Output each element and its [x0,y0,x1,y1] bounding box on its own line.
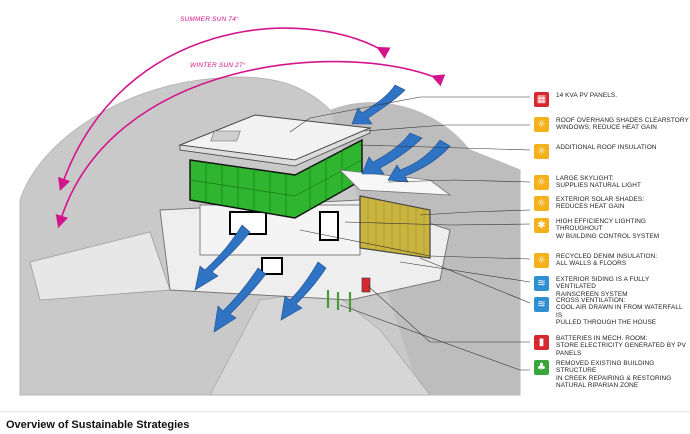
legend-item-denim-insulation: ☼ RECYCLED DENIM INSULATION: ALL WALLS &… [534,253,690,268]
solar-panel-icon: ▦ [534,92,549,107]
legend-text: ADDITIONAL ROOF INSULATION [556,144,657,151]
battery-box [361,277,371,293]
legend-text: LARGE SKYLIGHT: SUPPLIES NATURAL LIGHT [556,175,641,190]
airflow-arrows [194,84,451,333]
airflow-arrow-3 [387,139,451,183]
wind-icon: ≋ [534,276,549,291]
legend-item-roof-insulation: ☼ ADDITIONAL ROOF INSULATION [534,144,690,159]
sun-icon: ☼ [534,144,549,159]
legend-text: EXTERIOR SOLAR SHADES: REDUCES HEAT GAIN [556,196,645,211]
legend-text: EXTERIOR SIDING IS A FULLY VENTILATED RA… [556,276,650,298]
summer-sun-label: SUMMER SUN 74° [180,16,239,23]
figure-caption: Overview of Sustainable Strategies [6,419,190,431]
winter-sun-label: WINTER SUN 27° [190,62,246,69]
wind-icon: ≋ [534,297,549,312]
legend-text: RECYCLED DENIM INSULATION: ALL WALLS & F… [556,253,658,268]
leader-lines [289,96,531,371]
legend-item-riparian: ♣ REMOVED EXISTING BUILDING STRUCTURE IN… [534,360,690,390]
legend-text: REMOVED EXISTING BUILDING STRUCTURE IN C… [556,360,672,390]
airflow-arrow-1 [351,84,406,125]
legend-item-skylight: ☼ LARGE SKYLIGHT: SUPPLIES NATURAL LIGHT [534,175,690,190]
sun-icon: ☼ [534,196,549,211]
legend-item-lighting: ✱ HIGH EFFICIENCY LIGHTING THROUGHOUT W/… [534,218,690,240]
legend-text: CROSS VENTILATION: COOL AIR DRAWN IN FRO… [556,297,683,327]
airflow-arrow-6 [280,261,327,321]
airflow-arrow-2 [361,132,423,175]
caption-divider [0,411,690,412]
lightbulb-icon: ✱ [534,218,549,233]
legend-text: HIGH EFFICIENCY LIGHTING THROUGHOUT W/ B… [556,218,660,240]
legend-item-pv-panels: ▦ 14 KVA PV PANELS. [534,92,690,107]
legend-item-cross-ventilation: ≋ CROSS VENTILATION: COOL AIR DRAWN IN F… [534,297,690,327]
roof-pv-area [210,130,241,142]
legend-item-rainscreen: ≋ EXTERIOR SIDING IS A FULLY VENTILATED … [534,276,690,298]
legend-text: 14 KVA PV PANELS. [556,92,618,99]
battery-icon: ▮ [534,335,549,350]
airflow-arrow-5 [213,267,267,333]
plant-icon: ♣ [534,360,549,375]
legend-text: BATTERIES IN MECH. ROOM: STORE ELECTRICI… [556,335,686,357]
airflow-arrow-4 [194,224,251,291]
legend-item-batteries: ▮ BATTERIES IN MECH. ROOM: STORE ELECTRI… [534,335,690,357]
legend-text: ROOF OVERHANG SHADES CLEARSTORY WINDOWS;… [556,117,689,132]
window-2 [261,257,283,275]
sun-icon: ☼ [534,253,549,268]
legend-item-roof-overhang: ☼ ROOF OVERHANG SHADES CLEARSTORY WINDOW… [534,117,690,132]
sun-icon: ☼ [534,117,549,132]
creek [209,289,431,396]
legend-item-solar-shades: ☼ EXTERIOR SOLAR SHADES: REDUCES HEAT GA… [534,196,690,211]
winter-sun-arc [55,60,446,229]
sun-icon: ☼ [534,175,549,190]
